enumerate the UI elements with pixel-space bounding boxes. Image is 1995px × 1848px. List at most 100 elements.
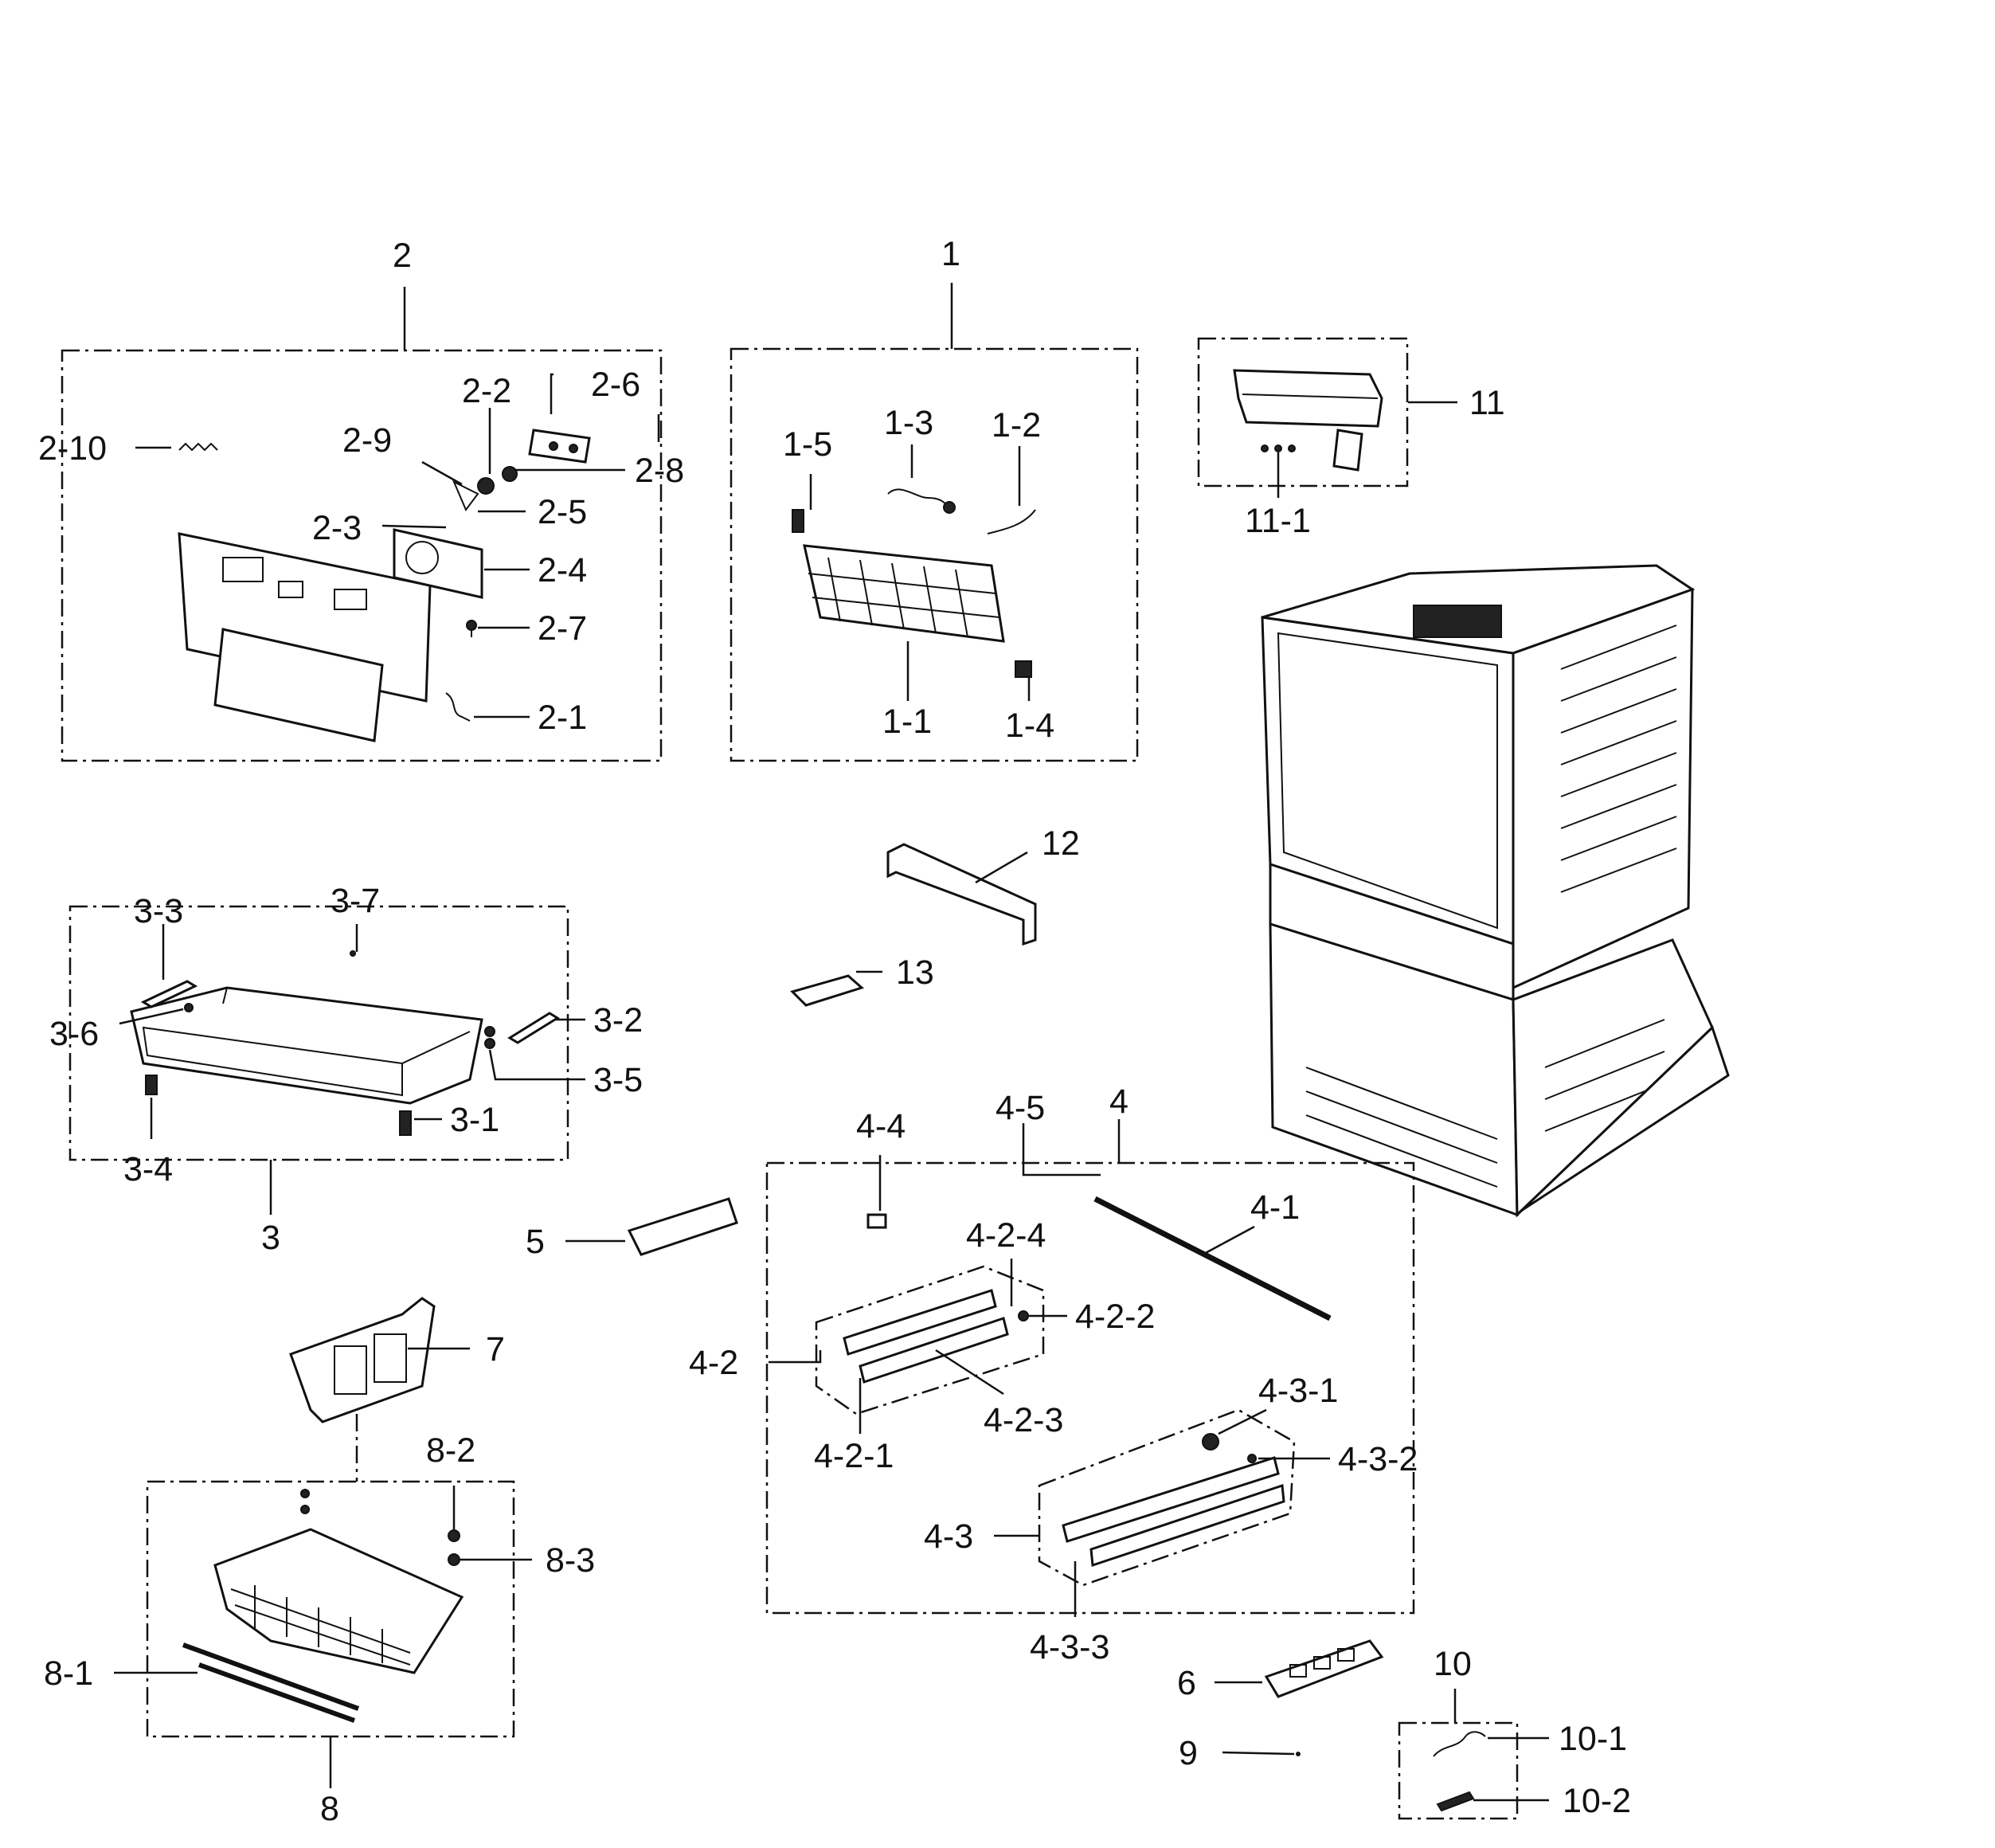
- rail-left-lower-part: [859, 1317, 1009, 1384]
- label-8-3: 8-3: [546, 1541, 595, 1580]
- rail-right-lower-part: [1089, 1483, 1285, 1568]
- label-10: 10: [1434, 1645, 1472, 1683]
- label-8-2: 8-2: [426, 1431, 475, 1470]
- label-2-8: 2-8: [635, 452, 684, 490]
- label-4-2: 4-2: [689, 1344, 738, 1382]
- pantry-drawer-part: [130, 986, 483, 1105]
- part-7: 7: [289, 1297, 505, 1482]
- spring-part: [178, 442, 218, 452]
- label-2-5: 2-5: [538, 493, 587, 531]
- label-11: 11: [1469, 384, 1505, 422]
- part-5: 5: [526, 1197, 738, 1261]
- group-3-box: [68, 905, 569, 1161]
- divider-part: [289, 1297, 436, 1423]
- label-2-3: 2-3: [312, 509, 362, 547]
- label-3-2: 3-2: [593, 1001, 643, 1040]
- group-1: 1 1-5 1-3 1-2 1-1 1-4: [730, 235, 1139, 762]
- stopper-part: [866, 1213, 887, 1229]
- part-6: 6: [1177, 1639, 1384, 1702]
- group-8: 8-2 8-3 8-1 8: [44, 1431, 595, 1828]
- center-rail-part: [886, 843, 1037, 946]
- label-2-7: 2-7: [538, 609, 587, 648]
- label-3-1: 3-1: [450, 1101, 499, 1139]
- pin-8-3: [448, 1553, 460, 1566]
- group-1-box: [730, 347, 1139, 762]
- thermal-fuse-part: [887, 488, 949, 507]
- label-2-9: 2-9: [342, 421, 392, 460]
- rail-8-1b: [198, 1662, 356, 1723]
- pin-8a: [300, 1489, 310, 1498]
- label-1-1: 1-1: [882, 703, 932, 741]
- cover-part: [790, 974, 864, 1007]
- label-8-1: 8-1: [44, 1654, 93, 1693]
- group-2: 2 2-10 2-2 2-6 2-9 2-8 2-5 2-3 2-4 2-7 2…: [38, 237, 684, 762]
- sensor-wire-part: [445, 692, 471, 722]
- part-13: 13: [790, 953, 934, 1007]
- label-1-2: 1-2: [992, 406, 1041, 444]
- label-4-3: 4-3: [924, 1517, 973, 1556]
- leader-4-2-3: [935, 1349, 1004, 1396]
- label-6: 6: [1177, 1664, 1196, 1702]
- label-4-2-1: 4-2-1: [814, 1437, 894, 1475]
- group-10: 10 10-1 10-2: [1398, 1645, 1631, 1820]
- label-2-1: 2-1: [538, 699, 587, 737]
- label-4-1: 4-1: [1250, 1188, 1300, 1227]
- group-10-box: [1398, 1721, 1519, 1820]
- label-5: 5: [526, 1223, 545, 1261]
- gear-4-3-1: [1202, 1433, 1219, 1451]
- label-12: 12: [1042, 824, 1080, 863]
- label-2: 2: [393, 237, 412, 275]
- ice-maker-part: [1233, 369, 1383, 472]
- label-1-5: 1-5: [783, 425, 832, 464]
- pin-8b: [300, 1505, 310, 1514]
- sensor-part: [987, 509, 1036, 534]
- pin-3-5b: [484, 1038, 495, 1049]
- leader-9: [1222, 1751, 1295, 1756]
- pin-3-6: [184, 1003, 194, 1012]
- label-4-2-3: 4-2-3: [984, 1401, 1063, 1439]
- thermal-fuse-cap: [943, 501, 956, 514]
- evaporator-part: [803, 544, 1005, 643]
- left-rail-part: [140, 980, 198, 1008]
- wire-10-1-part: [1433, 1731, 1486, 1757]
- label-3-6: 3-6: [49, 1015, 99, 1053]
- guide-part: [627, 1197, 738, 1256]
- label-4-3-2: 4-3-2: [1338, 1440, 1418, 1478]
- sensor-10-2-part: [1436, 1791, 1475, 1812]
- motor-bracket-part: [528, 429, 591, 464]
- group-4-box: [765, 1161, 1415, 1615]
- part-12: 12: [886, 824, 1080, 946]
- label-4-5: 4-5: [996, 1089, 1045, 1127]
- screw-3-7: [350, 950, 356, 957]
- label-7: 7: [486, 1330, 505, 1368]
- label-4-4: 4-4: [856, 1107, 906, 1145]
- label-1-3: 1-3: [884, 404, 933, 442]
- leader-4-3-1: [1218, 1408, 1267, 1435]
- rail-left-part: [843, 1289, 997, 1356]
- right-rail-part: [507, 1012, 560, 1044]
- label-13: 13: [896, 953, 934, 992]
- label-1-4: 1-4: [1005, 707, 1054, 745]
- freezer-basket-part: [213, 1528, 464, 1674]
- rail-right-part: [1062, 1456, 1280, 1543]
- label-4-2-2: 4-2-2: [1075, 1298, 1155, 1336]
- label-3-7: 3-7: [331, 882, 380, 920]
- roller-3-1: [399, 1110, 412, 1136]
- label-2-4: 2-4: [538, 551, 587, 589]
- leader-4-1: [1202, 1225, 1255, 1256]
- group-3: 3-3 3-7 3-6 3-2 3-5 3-1 3-4 3: [49, 882, 643, 1257]
- label-3: 3: [261, 1219, 280, 1257]
- label-1: 1: [941, 235, 960, 273]
- pin-3-5a: [484, 1026, 495, 1037]
- leader-4-2: [769, 1350, 822, 1364]
- label-3-4: 3-4: [123, 1150, 173, 1188]
- group-11: 11 11-1: [1197, 337, 1505, 540]
- leader-12: [975, 851, 1028, 884]
- label-3-5: 3-5: [593, 1061, 643, 1099]
- group-4-3-box: [1038, 1408, 1296, 1587]
- fan-motor-part: [452, 466, 518, 511]
- pin-8-2: [448, 1529, 460, 1542]
- label-11-1: 11-1: [1245, 502, 1311, 540]
